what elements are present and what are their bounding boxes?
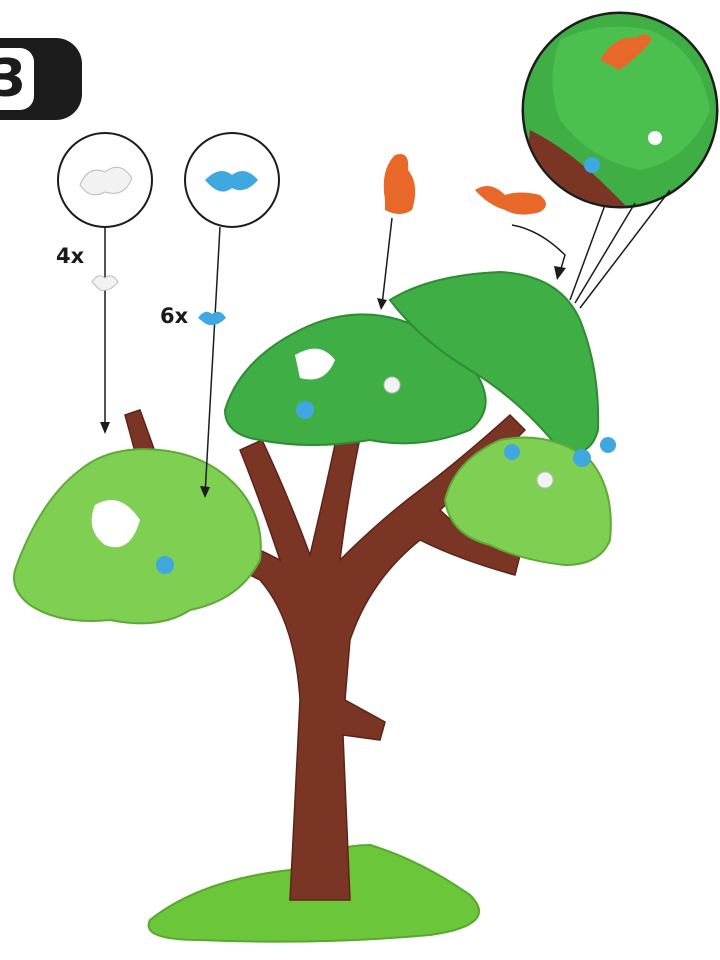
squirrel-icon	[377, 154, 415, 310]
squirrel-icon	[475, 186, 566, 280]
blue-flower-callout	[185, 133, 279, 498]
canopy-left	[14, 449, 261, 623]
white-flower-callout	[58, 133, 152, 434]
zoom-detail-icon	[520, 10, 720, 308]
